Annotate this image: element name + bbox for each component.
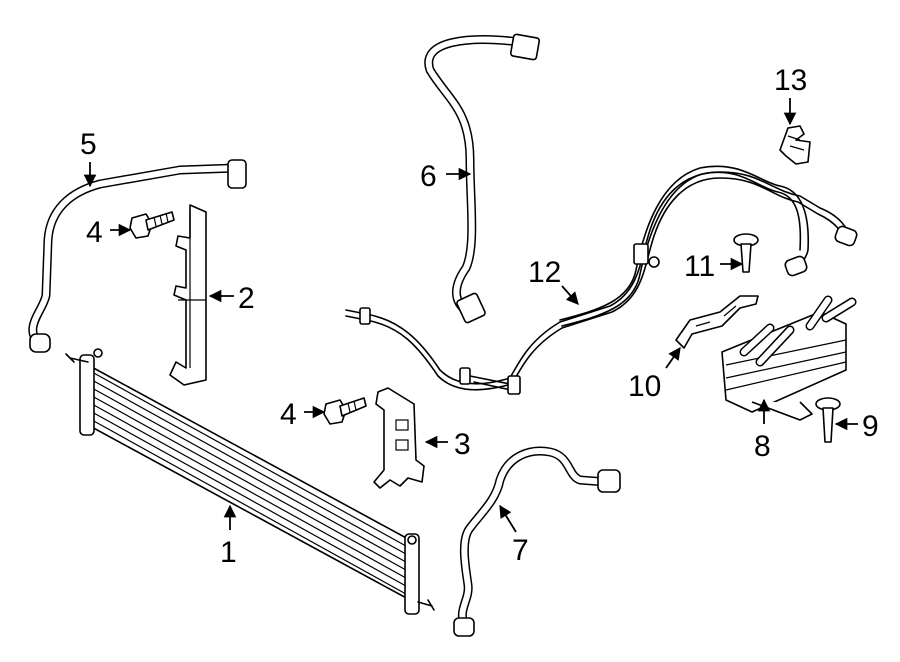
- part-6-hose: [424, 33, 541, 324]
- part-3-bracket: [373, 387, 425, 489]
- part-13-clip: [779, 125, 811, 165]
- callout-2: 2: [238, 282, 255, 315]
- leader-12: [561, 285, 579, 305]
- callout-4-lower: 4: [280, 398, 297, 431]
- callout-9: 9: [862, 410, 879, 443]
- part-2-bracket: [169, 204, 207, 386]
- callout-12: 12: [528, 256, 561, 289]
- callout-6: 6: [420, 160, 437, 193]
- callout-13: 13: [774, 64, 807, 97]
- leader-10: [665, 346, 681, 369]
- part-4-bolt-lower: [323, 397, 367, 425]
- callout-4-upper: 4: [86, 216, 103, 249]
- callout-1: 1: [220, 536, 237, 569]
- part-11-push-pin: [733, 233, 759, 273]
- part-5-hose: [28, 159, 247, 353]
- part-4-bolt-upper: [129, 211, 175, 239]
- callout-7: 7: [512, 534, 529, 567]
- part-9-push-pin: [815, 397, 841, 443]
- callout-11: 11: [684, 250, 715, 283]
- part-1-oil-cooler: [65, 348, 435, 615]
- part-12-tube-assembly: [345, 165, 858, 395]
- leader-lines: [83, 98, 858, 533]
- callout-5: 5: [80, 128, 97, 161]
- callout-10: 10: [628, 370, 661, 403]
- callout-8: 8: [754, 430, 771, 463]
- part-10-bracket: [675, 295, 759, 349]
- callout-labels: 1 2 3 4 4 5 6 7 8 9 10 11 12 13: [80, 64, 879, 569]
- part-7-hose: [453, 446, 621, 637]
- leader-7: [499, 504, 517, 533]
- part-8-oil-cooler: [721, 295, 857, 421]
- callout-3: 3: [454, 428, 471, 461]
